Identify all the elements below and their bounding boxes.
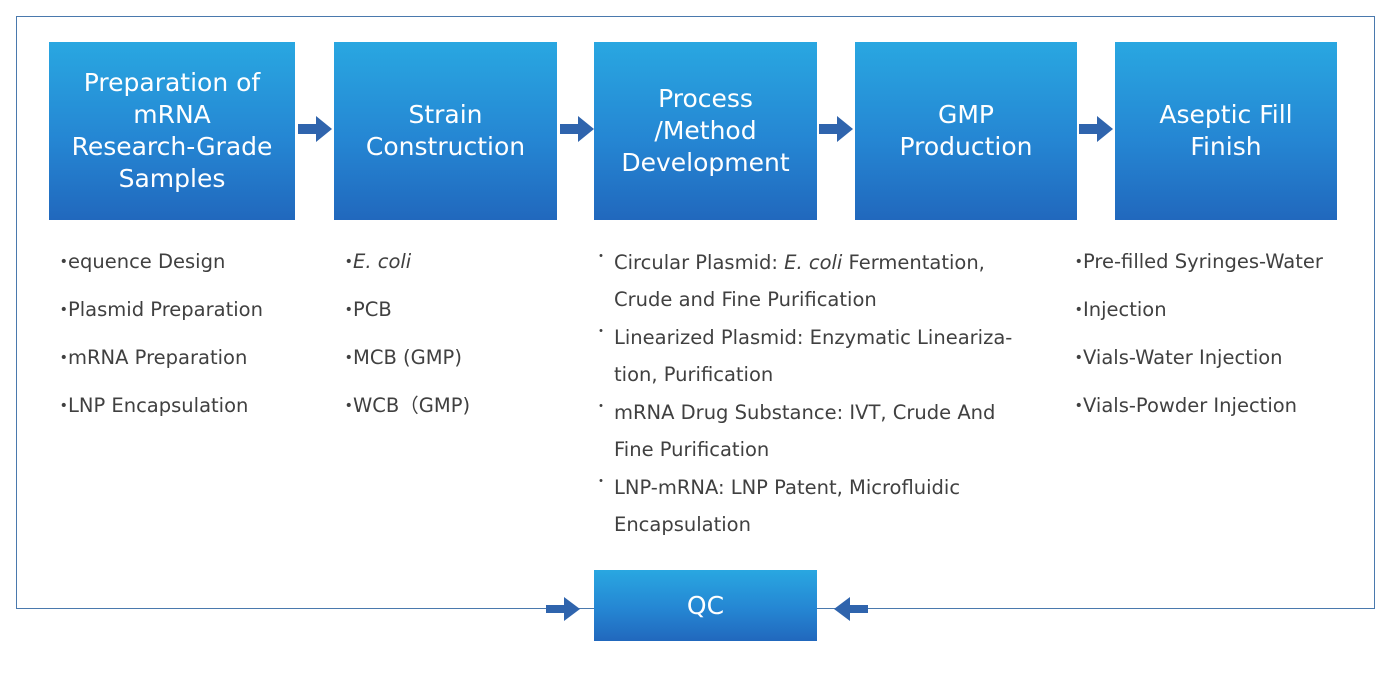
list-item: ・PCB xyxy=(339,292,470,340)
arrow-right-icon xyxy=(819,116,853,142)
list-item: ・Vials-Water Injection xyxy=(1069,340,1323,388)
qc-box: QC xyxy=(594,570,817,641)
bullet: ・ xyxy=(339,298,359,321)
stage-box-sample-preparation: Preparation of mRNA Research-Grade Sampl… xyxy=(49,42,295,220)
arrow-right-icon xyxy=(1079,116,1113,142)
samples-list: ・equence Design ・Plasmid Preparation ・mR… xyxy=(54,244,263,436)
stage-box-gmp-production: GMP Production xyxy=(855,42,1077,220)
list-item: ・Circular Plasmid: E. coli Fermentation,… xyxy=(594,244,1064,318)
list-item: ・E. coli xyxy=(339,244,470,292)
list-item: ・LNP Encapsulation xyxy=(54,388,263,436)
list-item: ・Injection xyxy=(1069,292,1323,340)
bullet: ・ xyxy=(54,394,74,417)
bullet: ・ xyxy=(54,250,74,273)
strain-list: ・E. coli ・PCB ・MCB (GMP) ・WCB（GMP) xyxy=(339,244,470,436)
list-item: ・mRNA Drug Substance: IVT, Crude And Fin… xyxy=(594,394,1064,468)
bullet: ・ xyxy=(54,298,74,321)
arrow-right-icon xyxy=(546,597,580,621)
list-item: ・equence Design xyxy=(54,244,263,292)
bullet: ・ xyxy=(1069,394,1089,417)
arrow-right-icon xyxy=(298,116,332,142)
bullet: ・ xyxy=(1069,298,1089,321)
process-list: ・Circular Plasmid: E. coli Fermentation,… xyxy=(594,244,1064,544)
list-item: ・Linearized Plasmid: Enzymatic Lineariza… xyxy=(594,319,1064,393)
stage-box-strain-construction: Strain Construction xyxy=(334,42,557,220)
arrow-right-icon xyxy=(560,116,594,142)
list-item: ・Pre-filled Syringes-Water xyxy=(1069,244,1323,292)
bullet: ・ xyxy=(339,250,359,273)
bullet: ・ xyxy=(54,346,74,369)
bullet: ・ xyxy=(594,324,608,340)
fill-finish-list: ・Pre-filled Syringes-Water ・Injection ・V… xyxy=(1069,244,1323,436)
bullet: ・ xyxy=(594,249,608,265)
bullet: ・ xyxy=(1069,250,1089,273)
stage-box-aseptic-fill-finish: Aseptic Fill Finish xyxy=(1115,42,1337,220)
bullet: ・ xyxy=(339,394,359,417)
stage-box-process-development: Process /Method Development xyxy=(594,42,817,220)
bullet: ・ xyxy=(594,399,608,415)
list-item: ・LNP-mRNA: LNP Patent, Microfluidic Enca… xyxy=(594,469,1064,543)
bullet: ・ xyxy=(1069,346,1089,369)
list-item: ・mRNA Preparation xyxy=(54,340,263,388)
arrow-left-icon xyxy=(834,597,868,621)
list-item: ・WCB（GMP) xyxy=(339,388,470,436)
bullet: ・ xyxy=(594,474,608,490)
bullet: ・ xyxy=(339,346,359,369)
list-item: ・Plasmid Preparation xyxy=(54,292,263,340)
list-item: ・Vials-Powder Injection xyxy=(1069,388,1323,436)
list-item: ・MCB (GMP) xyxy=(339,340,470,388)
